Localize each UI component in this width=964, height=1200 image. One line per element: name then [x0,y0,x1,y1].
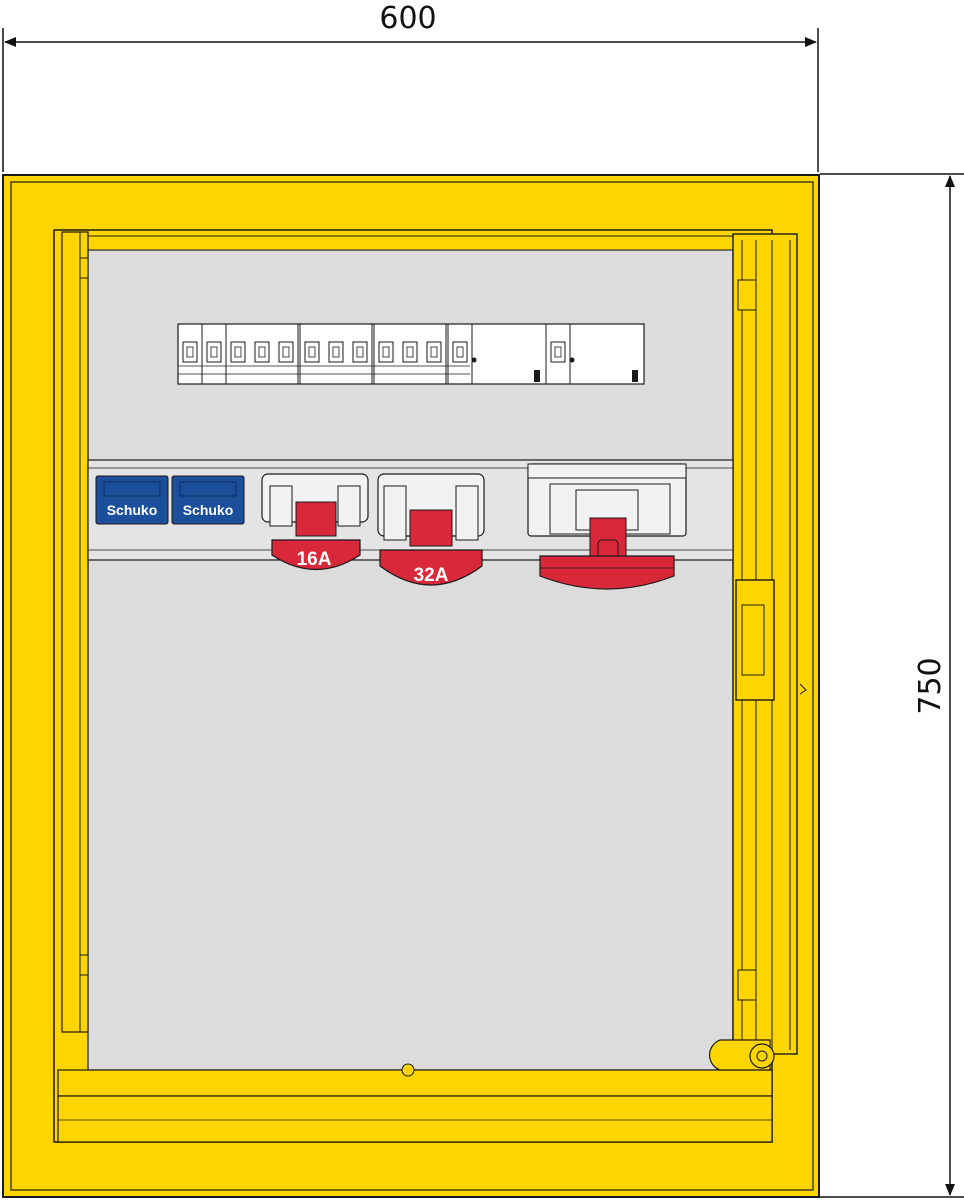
hinge-bottom-icon [737,969,757,1001]
breaker-module [299,323,373,385]
breaker-module [447,323,473,385]
cee-socket-16a: 16A [261,473,369,571]
schuko-2-label: Schuko [183,502,234,518]
breaker-module [373,323,447,385]
height-dimension: 750 [820,173,964,1198]
width-label: 600 [379,1,436,36]
width-dimension: 600 [2,1,819,172]
schuko-socket-2: Schuko [171,475,245,525]
schuko-socket-1: Schuko [95,475,169,525]
schuko-1-label: Schuko [107,502,158,518]
cee-socket-32a: 32A [377,473,485,586]
cee-socket-large [527,463,687,590]
breaker-module [545,323,571,385]
cee-32a-label: 32A [414,565,449,586]
breaker-rail [177,323,645,385]
hinge-top-icon [737,279,757,311]
breaker-module [225,323,299,385]
cee-16a-label: 16A [297,549,332,570]
back-panel [87,249,734,1071]
door-closer-icon [708,1039,775,1071]
height-label: 750 [913,657,948,714]
